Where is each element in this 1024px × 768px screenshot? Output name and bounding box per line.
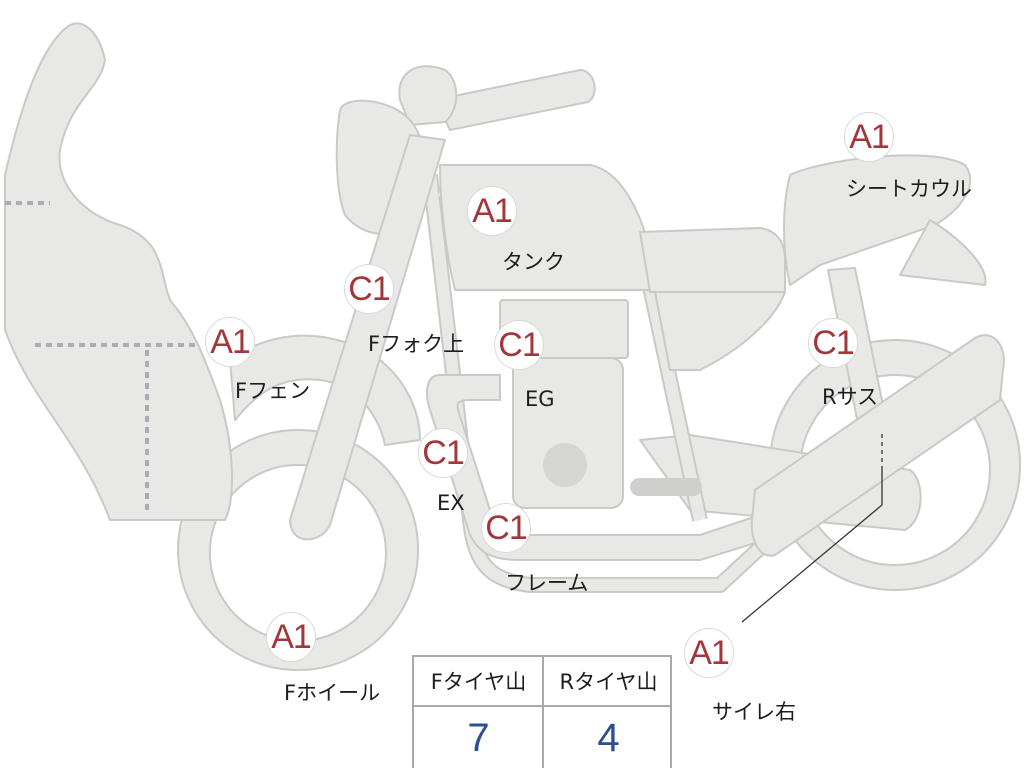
muffler-shape: [750, 334, 1005, 557]
tire-tread-table: Fタイヤ山 Rタイヤ山 7 4: [412, 655, 672, 768]
front-fork-shape: [289, 134, 446, 541]
engine-label: EG: [525, 387, 555, 411]
side-panel-shape: [654, 291, 786, 371]
tank-label: タンク: [502, 250, 565, 274]
muffler-grade-badge: A1: [684, 628, 734, 678]
seat-cowl-label: シートカウル: [846, 177, 972, 201]
rear-suspension-label: Rサス: [822, 385, 879, 409]
front-tread-value: 7: [467, 715, 490, 760]
front-wheel-grade-badge: A1: [266, 612, 316, 662]
front-tread-header: Fタイヤ山: [430, 670, 527, 694]
seat-cowl-grade-badge: A1: [844, 112, 894, 162]
frame-grade-badge: C1: [481, 503, 531, 553]
handlebar-shape: [434, 69, 596, 131]
seat-cowl-tail: [899, 219, 987, 286]
rear-suspension-grade-badge: C1: [808, 318, 858, 368]
rear-tread-header: Rタイヤ山: [559, 670, 658, 694]
exhaust-grade-badge: C1: [418, 428, 468, 478]
engine-cover: [543, 443, 587, 487]
front-fork-label: Fフォク上: [368, 332, 465, 356]
front-fork-grade-badge: C1: [344, 264, 394, 314]
front-cowl-shape: [4, 22, 233, 521]
tank-grade-badge: A1: [467, 186, 517, 236]
front-wheel-label: Fホイール: [284, 681, 381, 705]
muffler-label: サイレ右: [712, 700, 796, 724]
seat-shape: [639, 227, 786, 293]
table-divider-vertical: [542, 657, 544, 768]
front-fender-label: Fフェン: [235, 379, 311, 403]
rear-tread-value: 4: [597, 715, 620, 760]
exhaust-label: EX: [437, 491, 465, 515]
frame-label: フレーム: [505, 571, 589, 595]
headlight-shape: [398, 65, 458, 126]
front-fender-grade-badge: A1: [205, 317, 255, 367]
engine-block: [512, 357, 624, 509]
footpeg-bar: [630, 478, 702, 496]
engine-grade-badge: C1: [494, 320, 544, 370]
